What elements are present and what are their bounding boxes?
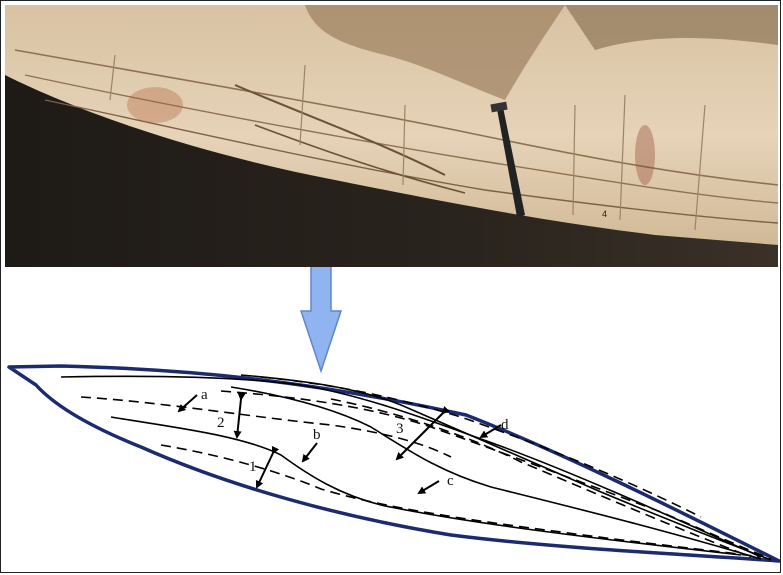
solid-bedding-lines [61, 375, 771, 560]
thickness-arrows [237, 399, 443, 487]
label-3: 3 [396, 421, 404, 437]
label-d: d [501, 417, 509, 433]
diagram-drawing: a b c d 1 2 3 [1, 267, 781, 573]
label-c: c [447, 473, 454, 489]
label-1: 1 [249, 459, 257, 475]
down-arrow-icon [301, 267, 341, 371]
outcrop-photo-drawing: 4 [5, 5, 778, 267]
label-2: 2 [217, 415, 225, 431]
label-b: b [313, 427, 321, 443]
photo-marker: 4 [602, 209, 607, 219]
label-a: a [201, 387, 208, 403]
outcrop-photo: 4 [5, 5, 778, 267]
interpretive-diagram: a b c d 1 2 3 [1, 267, 781, 573]
